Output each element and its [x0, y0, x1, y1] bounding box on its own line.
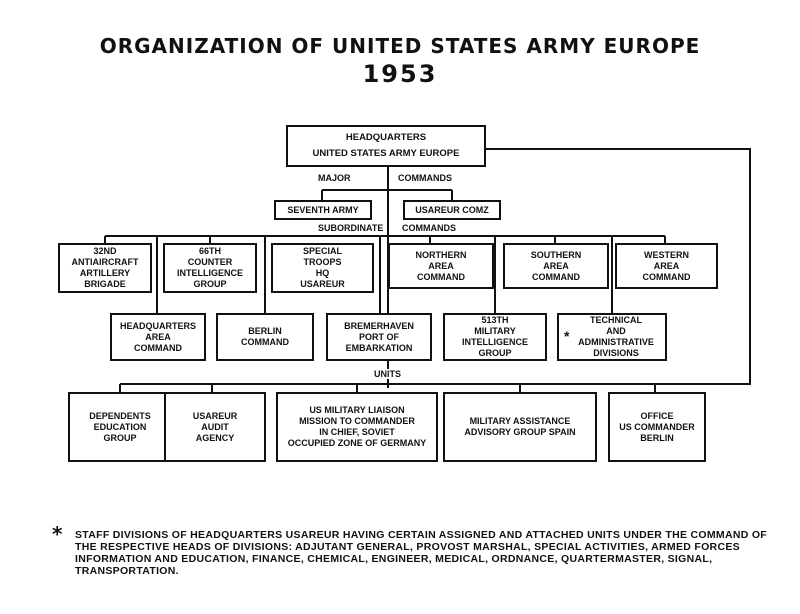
box-headquarters: HEADQUARTERS UNITED STATES ARMY EUROPE: [286, 125, 486, 167]
box-office-us-commander-berlin: OFFICE US COMMANDER BERLIN: [608, 392, 706, 462]
footnote-asterisk: *: [52, 522, 63, 546]
box-us-military-liaison: US MILITARY LIAISON MISSION TO COMMANDER…: [276, 392, 438, 462]
box-technical-label: TECHNICAL AND ADMINISTRATIVE DIVISIONS: [578, 315, 654, 358]
chart-year: 1953: [362, 60, 438, 88]
box-seventh-army: SEVENTH ARMY: [274, 200, 372, 220]
box-southern-area: SOUTHERN AREA COMMAND: [503, 243, 609, 289]
box-special-troops: SPECIAL TROOPS HQ USAREUR: [271, 243, 374, 293]
box-headquarters-area: HEADQUARTERS AREA COMMAND: [110, 313, 206, 361]
chart-title: ORGANIZATION OF UNITED STATES ARMY EUROP…: [99, 34, 701, 58]
box-32nd-aaa-brigade: 32ND ANTIAIRCRAFT ARTILLERY BRIGADE: [58, 243, 152, 293]
asterisk-marker: *: [564, 328, 570, 344]
box-northern-area: NORTHERN AREA COMMAND: [388, 243, 494, 289]
box-bremerhaven: BREMERHAVEN PORT OF EMBARKATION: [326, 313, 432, 361]
box-maag-spain: MILITARY ASSISTANCE ADVISORY GROUP SPAIN: [443, 392, 597, 462]
label-units: UNITS: [372, 369, 403, 379]
box-berlin-command: BERLIN COMMAND: [216, 313, 314, 361]
label-major: MAJOR: [316, 173, 353, 183]
label-commands: COMMANDS: [396, 173, 454, 183]
box-western-area: WESTERN AREA COMMAND: [615, 243, 718, 289]
footnote-text: STAFF DIVISIONS OF HEADQUARTERS USAREUR …: [75, 529, 768, 577]
label-commands-2: COMMANDS: [400, 223, 458, 233]
box-513th-mi-group: 513TH MILITARY INTELLIGENCE GROUP: [443, 313, 547, 361]
box-usareur-comz: USAREUR COMZ: [403, 200, 501, 220]
box-usareur-audit: USAREUR AUDIT AGENCY: [164, 392, 266, 462]
box-66th-cic-group: 66TH COUNTER INTELLIGENCE GROUP: [163, 243, 257, 293]
box-dependents-education: DEPENDENTS EDUCATION GROUP: [68, 392, 172, 462]
box-technical-divisions: * TECHNICAL AND ADMINISTRATIVE DIVISIONS: [557, 313, 667, 361]
label-subordinate: SUBORDINATE: [316, 223, 386, 233]
